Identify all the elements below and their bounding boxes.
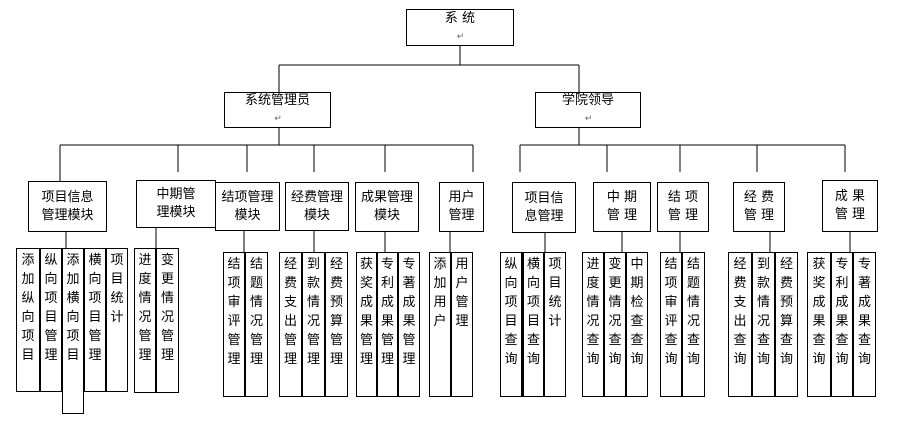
leaf-monograph-manage: 专著成果管理	[398, 252, 420, 397]
leaf-horizontal-project-query: 横向项目查询	[522, 252, 544, 397]
leaf-project-statistics-query: 项目统计	[544, 252, 566, 397]
leaf-conclusion-query: 结题情况查询	[682, 252, 705, 397]
leaf-final-review-query: 结项审评查询	[660, 252, 682, 397]
leaf-vertical-project-query: 纵向项目查询	[500, 252, 522, 397]
leaf-award-manage: 获奖成果管理	[356, 252, 377, 397]
leaf-project-statistics: 项目统计	[106, 248, 128, 392]
leaf-progress-manage: 进度情况管理	[134, 248, 156, 393]
leaf-change-query: 变更情况查询	[604, 252, 626, 397]
module-final: 结项管理 模块	[215, 182, 280, 231]
leader-module-result: 成 果 管 理	[822, 180, 878, 232]
node-system-admin: 系统管理员↵	[224, 92, 331, 128]
module-user: 用户 管理	[439, 182, 484, 232]
leaf-add-horizontal-project: 添加横向项目	[62, 248, 84, 414]
module-project-info: 项目信息 管理模块	[28, 181, 107, 232]
leader-module-midterm: 中 期 管 理	[593, 182, 651, 232]
leaf-award-query: 获奖成果查询	[807, 252, 831, 397]
module-result: 成果管理 模块	[355, 182, 419, 232]
leaf-expense-query: 经费支出查询	[728, 252, 752, 397]
leader-module-project-info: 项目信 息管理	[512, 182, 576, 233]
leaf-budget-manage: 经费预算管理	[325, 252, 348, 397]
module-midterm: 中期管 理模块	[136, 180, 216, 228]
leaf-user-manage: 用户管理	[451, 252, 473, 397]
leaf-change-manage: 变更情况管理	[156, 248, 179, 393]
leaf-expense-manage: 经费支出管理	[279, 252, 302, 397]
leaf-horizontal-project-manage: 横向项目管理	[84, 248, 106, 392]
root-node-label: 系 统↵	[444, 10, 476, 42]
leaf-midterm-check-query: 中期检查查询	[626, 252, 648, 397]
node-college-leader: 学院领导↵	[535, 92, 641, 128]
leaf-add-vertical-project: 添加纵向项目	[16, 248, 40, 392]
leaf-final-review-manage: 结项审评管理	[223, 252, 245, 397]
leaf-patent-query: 专利成果查询	[831, 252, 853, 397]
leaf-patent-manage: 专利成果管理	[377, 252, 398, 397]
leaf-budget-query: 经费预算查询	[775, 252, 798, 397]
leaf-payment-manage: 到款情况管理	[302, 252, 325, 397]
leaf-monograph-query: 专著成果查询	[853, 252, 876, 397]
module-fund: 经费管理 模块	[285, 182, 349, 231]
leaf-vertical-project-manage: 纵向项目管理	[40, 248, 62, 392]
root-node-system: 系 统↵	[406, 9, 514, 46]
leaf-conclusion-manage: 结题情况管理	[245, 252, 268, 397]
leaf-progress-query: 进度情况查询	[582, 252, 604, 397]
leader-module-fund: 经 费 管 理	[733, 182, 785, 232]
leader-module-final: 结 项 管 理	[657, 182, 709, 232]
leaf-payment-query: 到款情况查询	[752, 252, 775, 397]
leaf-add-user: 添加用户	[429, 252, 451, 397]
